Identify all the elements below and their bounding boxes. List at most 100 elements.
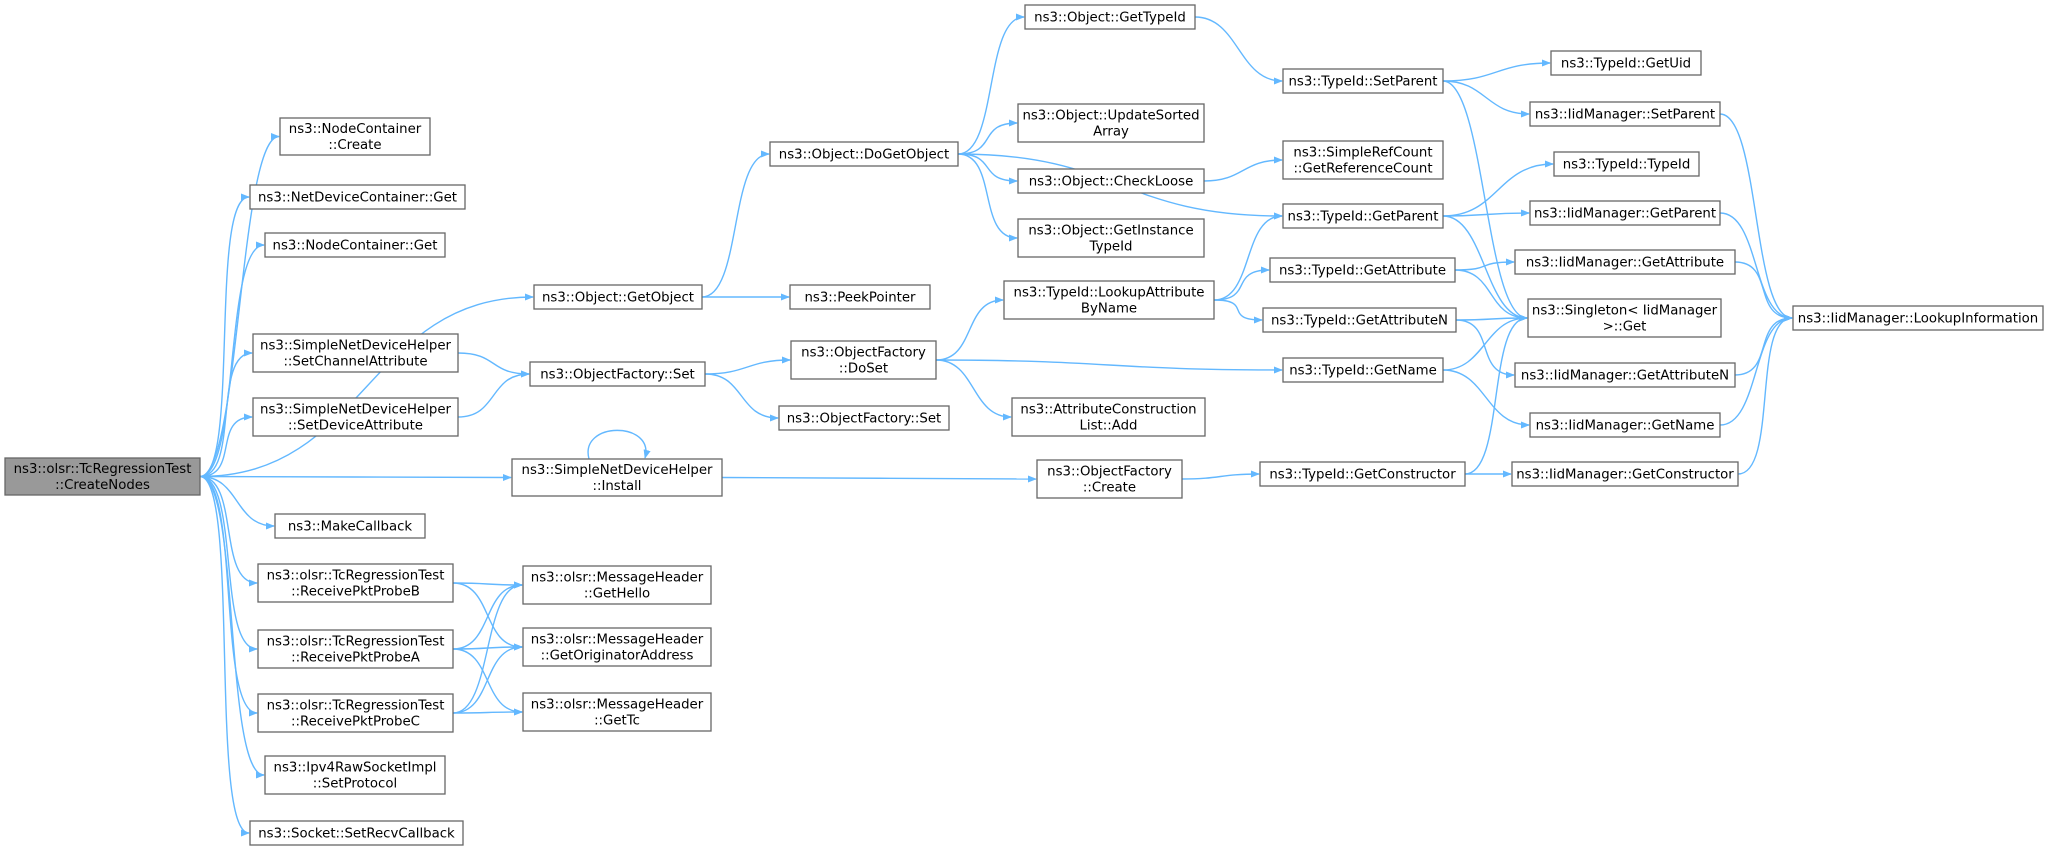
node-iid-getname[interactable]: ns3::IidManager::GetName (1529, 412, 1721, 438)
edge-of-doset-to-tid-getname (935, 359, 1283, 374)
node-snd-setdev[interactable]: ns3::SimpleNetDeviceHelper::SetDeviceAtt… (252, 397, 459, 437)
node-singleton-get[interactable]: ns3::Singleton< IidManager >::Get (1527, 298, 1722, 338)
node-label-line: ::Create (328, 138, 381, 153)
node-rpa[interactable]: ns3::olsr::TcRegressionTest::ReceivePktP… (257, 629, 454, 669)
edge-snd-setchan-to-of-set (457, 352, 530, 378)
edge-snd-install-to-of-create (721, 475, 1037, 483)
node-label-line: ns3::NodeContainer (289, 122, 422, 137)
node-label-line: ns3::olsr::MessageHeader (531, 633, 704, 648)
node-label-line: ns3::Object::CheckLoose (1029, 175, 1194, 190)
edge-iid-getparent-to-iid-lookupinfo (1719, 212, 1793, 322)
node-make-cb[interactable]: ns3::MakeCallback (274, 513, 426, 539)
node-label-line: ns3::MakeCallback (288, 520, 413, 535)
node-mh-gethello[interactable]: ns3::olsr::MessageHeader::GetHello (522, 565, 712, 605)
node-tid-getparent[interactable]: ns3::TypeId::GetParent (1282, 203, 1444, 229)
node-box (1529, 200, 1721, 226)
edge-root-to-ndc-get (199, 193, 250, 478)
node-obj-getobject[interactable]: ns3::Object::GetObject (533, 284, 703, 310)
edge-root-to-ipv4-setproto (199, 475, 265, 779)
node-label-line: ns3::NodeContainer::Get (273, 239, 438, 254)
node-ndc-get[interactable]: ns3::NetDeviceContainer::Get (249, 184, 466, 210)
node-tid-getattributen[interactable]: ns3::TypeId::GetAttributeN (1262, 307, 1457, 333)
node-box (4, 457, 201, 496)
node-of-set2[interactable]: ns3::ObjectFactory::Set (778, 405, 950, 431)
node-ipv4-setproto[interactable]: ns3::Ipv4RawSocketImpl::SetProtocol (264, 755, 446, 795)
node-label-line: ns3::SimpleRefCount (1293, 146, 1432, 161)
node-label-line: ns3::Object::GetObject (542, 291, 694, 306)
node-iid-lookupinfo[interactable]: ns3::IidManager::LookupInformation (1792, 305, 2044, 331)
node-obj-checkloose[interactable]: ns3::Object::CheckLoose (1017, 168, 1205, 194)
node-label-line: ns3::olsr::TcRegressionTest (267, 699, 445, 714)
edge-root-to-nc-get (199, 241, 265, 478)
node-box (522, 565, 712, 605)
node-box (769, 141, 959, 167)
edge-tid-getparent-to-singleton-get (1442, 215, 1528, 322)
node-label-line: ns3::Object::DoGetObject (779, 148, 949, 163)
edge-iid-getattribute-to-iid-lookupinfo (1734, 261, 1793, 322)
node-iid-getattribute[interactable]: ns3::IidManager::GetAttribute (1514, 249, 1736, 275)
node-label-line: ::DoSet (839, 362, 888, 377)
node-box (1282, 203, 1444, 229)
node-label-line: ns3::TypeId::GetConstructor (1269, 468, 1456, 483)
edge-tid-setparent-to-iid-setparent (1442, 80, 1530, 118)
node-tid-typeid[interactable]: ns3::TypeId::TypeId (1553, 151, 1700, 177)
node-iid-getconstructor[interactable]: ns3::IidManager::GetConstructor (1511, 461, 1739, 487)
node-snd-install[interactable]: ns3::SimpleNetDeviceHelper::Install (511, 458, 723, 497)
node-obj-gettypeid[interactable]: ns3::Object::GetTypeId (1024, 4, 1196, 30)
node-tid-getconstructor[interactable]: ns3::TypeId::GetConstructor (1259, 461, 1466, 487)
node-src-getrefcount[interactable]: ns3::SimpleRefCount::GetReferenceCount (1282, 140, 1444, 180)
node-label-line: ns3::IidManager::GetAttributeN (1521, 369, 1729, 384)
node-of-doset[interactable]: ns3::ObjectFactory::DoSet (790, 340, 937, 380)
node-iid-getattributen[interactable]: ns3::IidManager::GetAttributeN (1514, 362, 1736, 388)
node-box (252, 333, 459, 373)
edge-tid-getattribute-to-singleton-get (1454, 269, 1528, 322)
node-box (1017, 218, 1205, 258)
edge-iid-getattributen-to-iid-lookupinfo (1734, 314, 1793, 376)
node-iid-setparent[interactable]: ns3::IidManager::SetParent (1529, 101, 1721, 127)
node-box (789, 284, 931, 310)
node-box (257, 693, 454, 733)
node-obj-dogetobject[interactable]: ns3::Object::DoGetObject (769, 141, 959, 167)
node-of-create[interactable]: ns3::ObjectFactory::Create (1036, 459, 1183, 499)
edge-tid-getname-to-singleton-get (1442, 314, 1528, 371)
node-root[interactable]: ns3::olsr::TcRegressionTest::CreateNodes (4, 457, 201, 496)
node-iid-getparent[interactable]: ns3::IidManager::GetParent (1529, 200, 1721, 226)
node-box (257, 563, 454, 603)
edge-obj-dogetobject-to-obj-gettypeid (957, 13, 1025, 155)
node-label-line: ns3::ObjectFactory (1047, 465, 1172, 480)
node-rpb[interactable]: ns3::olsr::TcRegressionTest::ReceivePktP… (257, 563, 454, 603)
node-mh-getorig[interactable]: ns3::olsr::MessageHeader::GetOriginatorA… (522, 627, 712, 667)
node-nc-create[interactable]: ns3::NodeContainer::Create (279, 117, 431, 156)
node-mh-gettc[interactable]: ns3::olsr::MessageHeader::GetTc (522, 692, 712, 732)
edge-root-to-rpb (199, 475, 258, 587)
node-tid-getname[interactable]: ns3::TypeId::GetName (1282, 357, 1444, 383)
node-label-line: ns3::IidManager::GetName (1536, 419, 1715, 434)
node-label-line: ::GetTc (594, 714, 640, 729)
node-tid-getattribute[interactable]: ns3::TypeId::GetAttribute (1269, 257, 1456, 283)
node-tid-getuid[interactable]: ns3::TypeId::GetUid (1550, 50, 1702, 76)
node-box (1527, 298, 1722, 338)
node-tid-setparent[interactable]: ns3::TypeId::SetParent (1282, 68, 1444, 94)
node-box (1011, 397, 1206, 437)
node-rpc[interactable]: ns3::olsr::TcRegressionTest::ReceivePktP… (257, 693, 454, 733)
node-box (264, 755, 446, 795)
edge-rpa-to-mh-gethello (452, 581, 523, 650)
node-box (1282, 140, 1444, 180)
node-label-line: ::CreateNodes (55, 478, 150, 493)
node-sock-setrecv[interactable]: ns3::Socket::SetRecvCallback (249, 820, 464, 846)
node-peekpointer[interactable]: ns3::PeekPointer (789, 284, 931, 310)
node-snd-setchan[interactable]: ns3::SimpleNetDeviceHelper::SetChannelAt… (252, 333, 459, 373)
edge-root-to-snd-install (199, 473, 512, 482)
node-box (279, 117, 431, 156)
node-of-set[interactable]: ns3::ObjectFactory::Set (529, 361, 706, 387)
node-label-line: ns3::olsr::TcRegressionTest (267, 635, 445, 650)
node-nc-get[interactable]: ns3::NodeContainer::Get (264, 232, 446, 258)
node-box (522, 692, 712, 732)
edge-rpb-to-mh-gethello (452, 581, 523, 589)
edge-root-to-snd-setchan (199, 349, 253, 478)
